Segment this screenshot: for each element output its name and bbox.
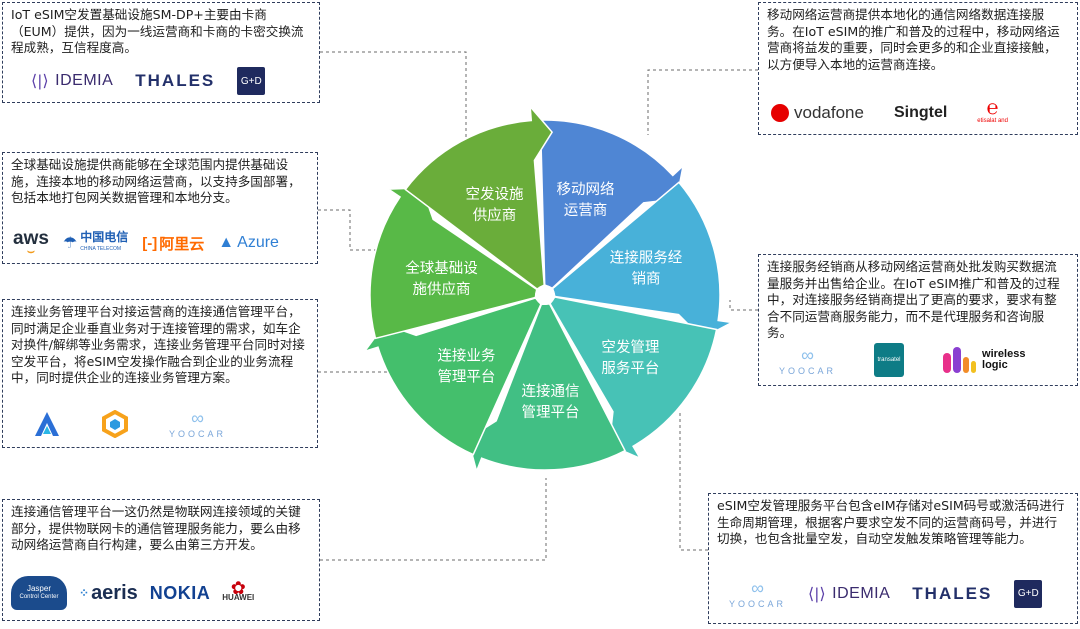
segment-provisioning-infrastructure bbox=[404, 104, 554, 290]
wireless-logic-icon bbox=[943, 347, 977, 373]
segment-esim-management-platform-label-2: 服务平台 bbox=[601, 360, 659, 377]
thales-logo: THALES bbox=[135, 71, 216, 90]
segment-business-management-platform bbox=[362, 297, 542, 456]
segment-global-infrastructure bbox=[369, 187, 538, 340]
segment-mobile-operator-label-1: 移动网络 bbox=[557, 181, 615, 198]
segment-connectivity-reseller bbox=[551, 181, 735, 340]
box-cmp: 连接通信管理平台一这仍然是物联网连接领域的关键部分，提供物联网卡的通信管理服务能… bbox=[2, 499, 320, 621]
box-esim-text: eSIM空发管理服务平台包含eIM存储对eSIM码号或激活码进行生命周期管理，根… bbox=[717, 498, 1065, 546]
segment-mobile-operator bbox=[539, 119, 685, 290]
hexagon-logo-icon bbox=[101, 409, 129, 438]
brand-a-icon bbox=[33, 410, 61, 438]
box-eum: IoT eSIM空发置基础设施SM-DP+主要由卡商（EUM）提供，因为一线运营… bbox=[2, 2, 320, 103]
box-mno: 移动网络运营商提供本地化的通信网络数据连接服务。在IoT eSIM的推广和普及的… bbox=[758, 2, 1078, 135]
thales-logo: THALES bbox=[912, 583, 993, 603]
box-infra: 全球基础设施提供商能够在全球范围内提供基础设施，连接本地的移动网络运营商，以支持… bbox=[2, 152, 318, 264]
yoocar-logo: ∞YOOCAR bbox=[779, 344, 837, 376]
connector-lines bbox=[318, 51, 758, 561]
segment-connectivity-reseller-label-2: 销商 bbox=[632, 270, 661, 287]
transatel-logo: transatel bbox=[874, 343, 905, 377]
segment-business-management-platform-label-2: 管理平台 bbox=[437, 369, 495, 386]
wheel-segments bbox=[362, 104, 735, 474]
yoocar-logo: ∞YOOCAR bbox=[169, 408, 227, 439]
aws-logo: aws⌣ bbox=[13, 228, 49, 258]
china-telecom-logo: ☂ 中国电信 CHINA TELECOM bbox=[62, 230, 129, 252]
segment-connectivity-management-platform bbox=[467, 303, 627, 474]
nokia-logo: NOKIA bbox=[149, 582, 211, 603]
gd-logo: G+D bbox=[1014, 579, 1043, 608]
box-biz: 连接业务管理平台对接运营商的连接通信管理平台，同时满足企业垂直业务对于连接管理的… bbox=[2, 299, 318, 448]
wheel-center bbox=[535, 285, 555, 305]
segment-esim-management-platform-label-1: 空发管理 bbox=[601, 339, 659, 356]
box-mno-text: 移动网络运营商提供本地化的通信网络数据连接服务。在IoT eSIM的推广和普及的… bbox=[767, 7, 1060, 72]
huawei-logo: ✿HUAWEI bbox=[222, 578, 255, 602]
segment-global-infrastructure-label-2: 施供应商 bbox=[413, 280, 471, 298]
box-dist-text: 连接服务经销商从移动网络运营商处批发购买数据流量服务并出售给企业。在IoT eS… bbox=[767, 259, 1060, 340]
segment-business-management-platform-label-1: 连接业务 bbox=[437, 348, 495, 365]
vodafone-logo: vodafone bbox=[771, 103, 864, 123]
idemia-logo: ⟨|⟩IDEMIA bbox=[31, 72, 114, 90]
segment-connectivity-management-platform-label-1: 连接通信 bbox=[521, 383, 579, 400]
aeris-logo: ⁘aeris bbox=[79, 581, 138, 604]
segment-provisioning-infrastructure-label-1: 空发设施 bbox=[466, 186, 524, 203]
box-biz-text: 连接业务管理平台对接运营商的连接通信管理平台，同时满足企业垂直业务对于连接管理的… bbox=[11, 304, 305, 385]
yoocar-logo: ∞YOOCAR bbox=[729, 578, 787, 609]
box-infra-text: 全球基础设施提供商能够在全球范围内提供基础设施，连接本地的移动网络运营商，以支持… bbox=[11, 157, 301, 205]
jasper-logo: Jasper Control Center bbox=[11, 576, 67, 610]
segment-connectivity-reseller-label-1: 连接服务经 bbox=[610, 249, 683, 266]
etisalat-logo: ℮etisalat and bbox=[977, 97, 1008, 124]
aliyun-logo: [-]阿里云 bbox=[142, 234, 205, 253]
box-esim: eSIM空发管理服务平台包含eIM存储对eSIM码号或激活码进行生命周期管理，根… bbox=[708, 493, 1078, 624]
segment-mobile-operator-label-2: 运营商 bbox=[564, 202, 608, 219]
segment-provisioning-infrastructure-label-2: 供应商 bbox=[473, 206, 517, 224]
idemia-logo: ⟨|⟩IDEMIA bbox=[808, 584, 891, 603]
box-dist: 连接服务经销商从移动网络运营商处批发购买数据流量服务并出售给企业。在IoT eS… bbox=[758, 254, 1078, 386]
segment-esim-management-platform bbox=[549, 296, 718, 460]
azure-logo: ▲Azure bbox=[218, 234, 279, 251]
singtel-logo: Singtel bbox=[893, 103, 948, 121]
segment-connectivity-management-platform-label-2: 管理平台 bbox=[521, 404, 579, 421]
segment-global-infrastructure-label-1: 全球基础设 bbox=[405, 259, 478, 277]
box-cmp-text: 连接通信管理平台一这仍然是物联网连接领域的关键部分，提供物联网卡的通信管理服务能… bbox=[11, 504, 301, 552]
box-eum-text: IoT eSIM空发置基础设施SM-DP+主要由卡商（EUM）提供，因为一线运营… bbox=[11, 7, 304, 55]
gd-logo: G+D bbox=[237, 67, 266, 95]
